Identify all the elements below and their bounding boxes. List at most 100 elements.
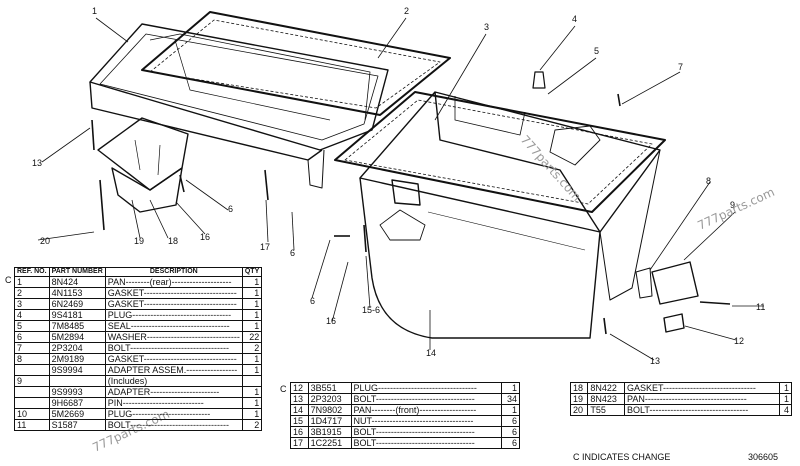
part-description: PAN--------(front)------------------- — [350, 404, 503, 416]
quantity: 1 — [501, 382, 520, 394]
quantity: 1 — [241, 353, 263, 365]
callout-number: 6 — [310, 296, 315, 306]
part-description: PIN--------------------------- — [104, 397, 243, 409]
front-pan — [359, 91, 661, 339]
quantity: 6 — [501, 415, 520, 427]
quantity: 4 — [779, 404, 792, 416]
part-number: 1C2251 — [307, 437, 352, 449]
change-marker: C — [5, 274, 12, 285]
callout-number: 9 — [730, 200, 735, 210]
callout-number: 18 — [168, 236, 178, 246]
part-number: 5M2894 — [48, 331, 106, 343]
part-number: 3B1915 — [307, 426, 352, 438]
col-part-header: PART NUMBER — [48, 267, 106, 277]
rear-gasket — [141, 11, 451, 116]
callout-number: 17 — [260, 242, 270, 252]
drain-adapter — [635, 261, 731, 333]
part-description: BOLT--------------------------------- — [623, 404, 781, 416]
part-number: 5M2669 — [48, 408, 106, 420]
ref-number: 7 — [14, 342, 50, 354]
bolts — [91, 71, 621, 335]
callout-number: 11 — [756, 302, 765, 312]
sump-pan — [97, 117, 189, 213]
part-description: BOLT--------------------------------- — [350, 426, 503, 438]
part-description: PAN---------------------------------- — [623, 393, 781, 405]
part-description: GASKET------------------------------- — [104, 353, 243, 365]
part-number: 9S9994 — [48, 364, 106, 376]
ref-number: 11 — [14, 419, 50, 431]
callout-number: 13 — [650, 356, 660, 366]
ref-number — [14, 364, 50, 376]
part-number: T55 — [587, 404, 625, 416]
quantity: 6 — [501, 426, 520, 438]
illustration-number: 306605 — [748, 452, 779, 462]
callout-number: 2 — [404, 6, 409, 16]
callout-number: 20 — [40, 236, 50, 246]
part-number — [48, 375, 106, 387]
ref-number: 17 — [290, 437, 309, 449]
part-number: 1D4717 — [307, 415, 352, 427]
rear-pan — [89, 23, 389, 189]
part-number: 9H6687 — [48, 397, 106, 409]
part-description: NUT---------------------------------- — [350, 415, 503, 427]
part-description: SEAL--------------------------------- — [104, 320, 243, 332]
part-number: 8N423 — [587, 393, 625, 405]
ref-number: 18 — [569, 382, 589, 394]
part-description: PLUG--------------------------------- — [104, 309, 243, 321]
part-description: BOLT--------------------------------- — [104, 419, 243, 431]
part-description: PLUG-------------------------- — [104, 408, 243, 420]
quantity: 6 — [501, 437, 520, 449]
callout-number: 13 — [32, 158, 42, 168]
quantity: 1 — [241, 287, 263, 299]
parts-table-1-header: REF. NO. PART NUMBER DESCRIPTION QTY — [14, 267, 263, 277]
part-number: 7M8485 — [48, 320, 106, 332]
quantity: 1 — [501, 404, 520, 416]
col-desc-header: DESCRIPTION — [104, 267, 243, 277]
part-number: 7N9802 — [307, 404, 352, 416]
quantity: 1 — [241, 298, 263, 310]
part-number: 9S9993 — [48, 386, 106, 398]
callout-number: 5 — [594, 46, 599, 56]
quantity: 1 — [241, 408, 263, 420]
quantity: 1 — [241, 364, 263, 376]
quantity — [241, 375, 263, 387]
ref-number: 2 — [14, 287, 50, 299]
quantity: 1 — [241, 276, 263, 288]
part-number: 6N2469 — [48, 298, 106, 310]
ref-number: 1 — [14, 276, 50, 288]
part-description: ADAPTER----------------------- — [104, 386, 243, 398]
callout-number: 16 — [200, 232, 210, 242]
quantity: 2 — [241, 342, 263, 354]
quantity: 1 — [241, 309, 263, 321]
quantity: 1 — [779, 382, 792, 394]
part-description: GASKET------------------------------- — [623, 382, 781, 394]
callout-number: 6 — [290, 248, 295, 258]
ref-number: 4 — [14, 309, 50, 321]
ref-number: 10 — [14, 408, 50, 420]
callout-number: 3 — [484, 22, 489, 32]
front-gasket — [334, 91, 666, 213]
part-number: 2P3203 — [307, 393, 352, 405]
part-number: 8N424 — [48, 276, 106, 288]
part-description: GASKET------------------------------- — [104, 298, 243, 310]
callout-number: 8 — [706, 176, 711, 186]
change-note: C INDICATES CHANGE — [573, 452, 671, 462]
callout-number: 19 — [134, 236, 144, 246]
part-description: (Includes) — [104, 375, 243, 387]
part-number: 3B551 — [307, 382, 352, 394]
ref-number: 13 — [290, 393, 309, 405]
